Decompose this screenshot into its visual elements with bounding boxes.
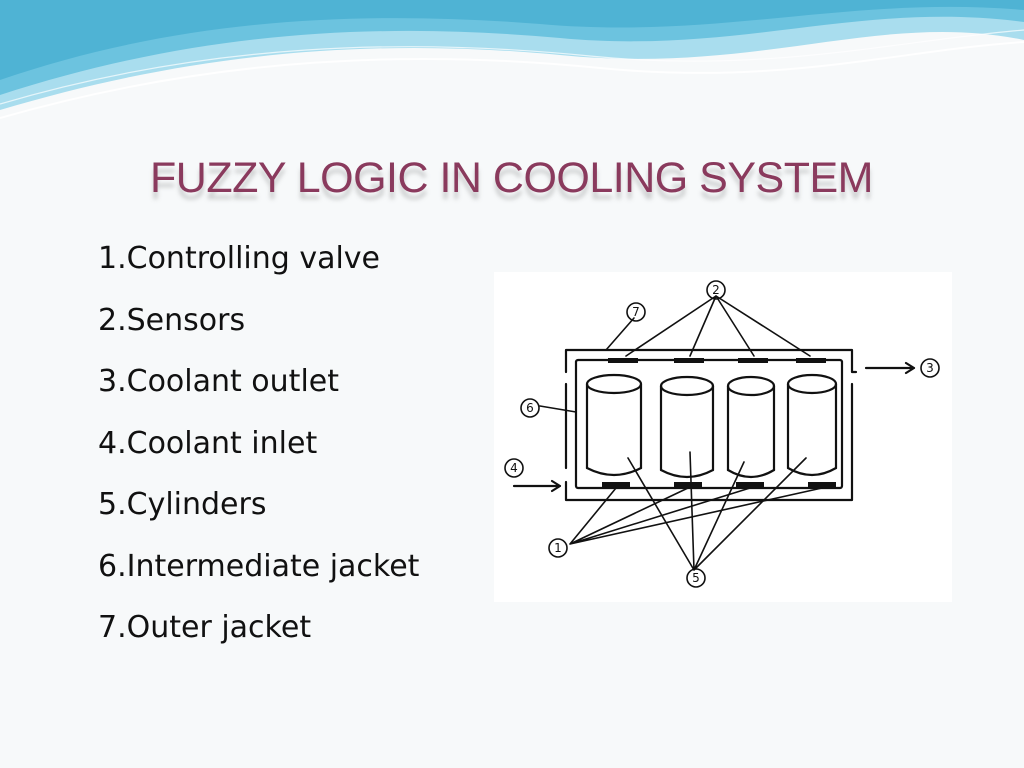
callout-4-label: 4 bbox=[510, 461, 518, 475]
sensor-top-4 bbox=[796, 358, 826, 363]
legend-item-controlling-valve: 1.Controlling valve bbox=[98, 241, 381, 276]
callout-3-label: 3 bbox=[926, 361, 934, 375]
valve-bottom-1 bbox=[602, 482, 630, 487]
leader-5 bbox=[627, 451, 807, 571]
callout-1: 1 bbox=[548, 538, 568, 558]
legend-item-intermediate-jacket: 6.Intermediate jacket bbox=[98, 548, 420, 584]
callout-7: 7 bbox=[626, 302, 646, 322]
intermediate-jacket bbox=[574, 358, 844, 490]
callout-2: 2 bbox=[706, 280, 726, 300]
outlet-arrow bbox=[864, 361, 916, 375]
valve-bottom-4 bbox=[808, 482, 836, 487]
legend-item-coolant-outlet: 3.Coolant outlet bbox=[98, 364, 339, 399]
callout-2-label: 2 bbox=[712, 283, 720, 297]
callout-5: 5 bbox=[686, 568, 706, 588]
diagram-drawing: 2 7 3 6 4 1 5 bbox=[504, 280, 940, 588]
sensor-top-2 bbox=[674, 358, 704, 363]
legend-item-cylinders: 5.Cylinders bbox=[98, 487, 267, 522]
leader-6 bbox=[539, 405, 577, 413]
callout-6: 6 bbox=[520, 398, 540, 418]
valve-bottom-3 bbox=[736, 482, 764, 487]
component-legend: 1.Controlling valve 2.Sensors 3.Coolant … bbox=[98, 228, 419, 659]
legend-item-sensors: 2.Sensors bbox=[98, 302, 246, 338]
cylinder-2 bbox=[659, 375, 715, 479]
legend-item-coolant-inlet: 4.Coolant inlet bbox=[98, 425, 318, 461]
header-wave-decoration bbox=[0, 0, 1024, 119]
callout-5-label: 5 bbox=[692, 571, 700, 585]
cylinder-3 bbox=[726, 375, 776, 479]
callout-4: 4 bbox=[504, 458, 524, 478]
cylinder-1 bbox=[585, 373, 643, 477]
callout-1-label: 1 bbox=[554, 541, 562, 555]
leader-2 bbox=[625, 295, 811, 357]
callout-7-label: 7 bbox=[632, 305, 640, 319]
callout-3: 3 bbox=[920, 358, 940, 378]
leader-7 bbox=[605, 317, 635, 351]
slide-title: FUZZY LOGIC IN COOLING SYSTEM bbox=[150, 154, 873, 202]
valve-bottom-2 bbox=[674, 482, 702, 487]
callout-6-label: 6 bbox=[526, 401, 534, 415]
outer-jacket bbox=[564, 348, 858, 502]
sensor-top-1 bbox=[608, 358, 638, 363]
cylinder-4 bbox=[786, 373, 838, 477]
sensor-top-3 bbox=[738, 358, 768, 363]
legend-item-outer-jacket: 7.Outer jacket bbox=[98, 610, 312, 645]
leader-1 bbox=[569, 487, 823, 545]
cooling-system-diagram: 2 7 3 6 4 1 5 bbox=[494, 272, 952, 602]
inlet-arrow bbox=[512, 479, 562, 493]
